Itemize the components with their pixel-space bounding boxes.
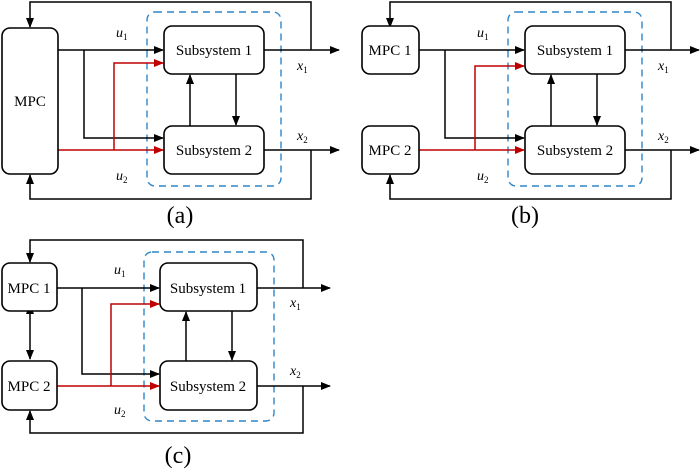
mpc-2-label: MPC 2 xyxy=(8,379,51,395)
x2-label: x2 xyxy=(289,364,301,380)
u1-to-sub2-wire xyxy=(83,50,164,142)
mpc-1-label: MPC 1 xyxy=(369,43,412,59)
subsystem-2-label: Subsystem 2 xyxy=(170,379,246,395)
panel-a: MPC Subsystem 1 Subsystem 2 u1 u2 x1 x2 … xyxy=(1,1,340,229)
feedback-x2-wire xyxy=(26,386,304,434)
u1-to-sub2-wire xyxy=(81,288,160,378)
plant-boundary xyxy=(143,251,275,422)
mpc-2-controller-box xyxy=(361,125,420,175)
subsystem-1-label: Subsystem 1 xyxy=(176,43,252,59)
panel-b-caption: (b) xyxy=(511,203,539,229)
subsystem-1-label: Subsystem 1 xyxy=(170,281,246,297)
u1-label: u1 xyxy=(114,263,126,279)
feedback-x2-wire xyxy=(386,150,672,200)
mpc-controller-box xyxy=(1,27,59,175)
panel-c-caption: (c) xyxy=(165,443,192,469)
u2-to-sub1-wire xyxy=(110,300,160,386)
u2-to-sub1-wire xyxy=(113,59,164,150)
panel-c: MPC 1 MPC 2 Subsystem 1 Subsystem 2 u1 u… xyxy=(1,239,331,469)
subsystem-2-box xyxy=(163,125,265,175)
subsystem-1-box xyxy=(159,262,258,312)
u2-label: u2 xyxy=(114,403,126,419)
subsystem-1-label: Subsystem 1 xyxy=(537,43,613,59)
plant-boundary xyxy=(507,11,643,187)
panel-a-caption: (a) xyxy=(167,203,194,229)
subsystem-2-box xyxy=(524,125,626,175)
x2-label: x2 xyxy=(657,129,669,145)
mpc-1-controller-box xyxy=(361,25,420,75)
x1-label: x1 xyxy=(296,59,308,75)
feedback-x1-wire xyxy=(26,1,312,50)
feedback-x2-wire xyxy=(26,150,312,200)
subsystem-2-box xyxy=(159,360,258,411)
subsystem-1-box xyxy=(524,25,626,75)
plant-boundary xyxy=(146,11,282,187)
subsystem-2-label: Subsystem 2 xyxy=(176,143,252,159)
mpc-2-controller-box xyxy=(1,360,58,411)
panel-b: MPC 1 MPC 2 Subsystem 1 Subsystem 2 u1 u… xyxy=(361,1,700,229)
x1-label: x1 xyxy=(657,59,669,75)
u1-label: u1 xyxy=(477,26,489,42)
subsystem-1-box xyxy=(163,25,265,75)
u2-label: u2 xyxy=(116,169,128,185)
u1-label: u1 xyxy=(116,26,128,42)
subsystem-2-label: Subsystem 2 xyxy=(537,143,613,159)
feedback-x1-wire xyxy=(386,1,672,50)
mpc-2-label: MPC 2 xyxy=(369,143,412,159)
mpc-1-controller-box xyxy=(1,262,58,312)
u2-to-sub1-wire xyxy=(474,62,525,150)
u1-to-sub2-wire xyxy=(444,50,525,142)
mpc-1-label: MPC 1 xyxy=(8,281,51,297)
u2-label: u2 xyxy=(477,169,489,185)
x2-label: x2 xyxy=(296,129,308,145)
mpc-label: MPC xyxy=(14,94,46,110)
x1-label: x1 xyxy=(289,296,301,312)
feedback-x1-wire xyxy=(26,239,304,288)
